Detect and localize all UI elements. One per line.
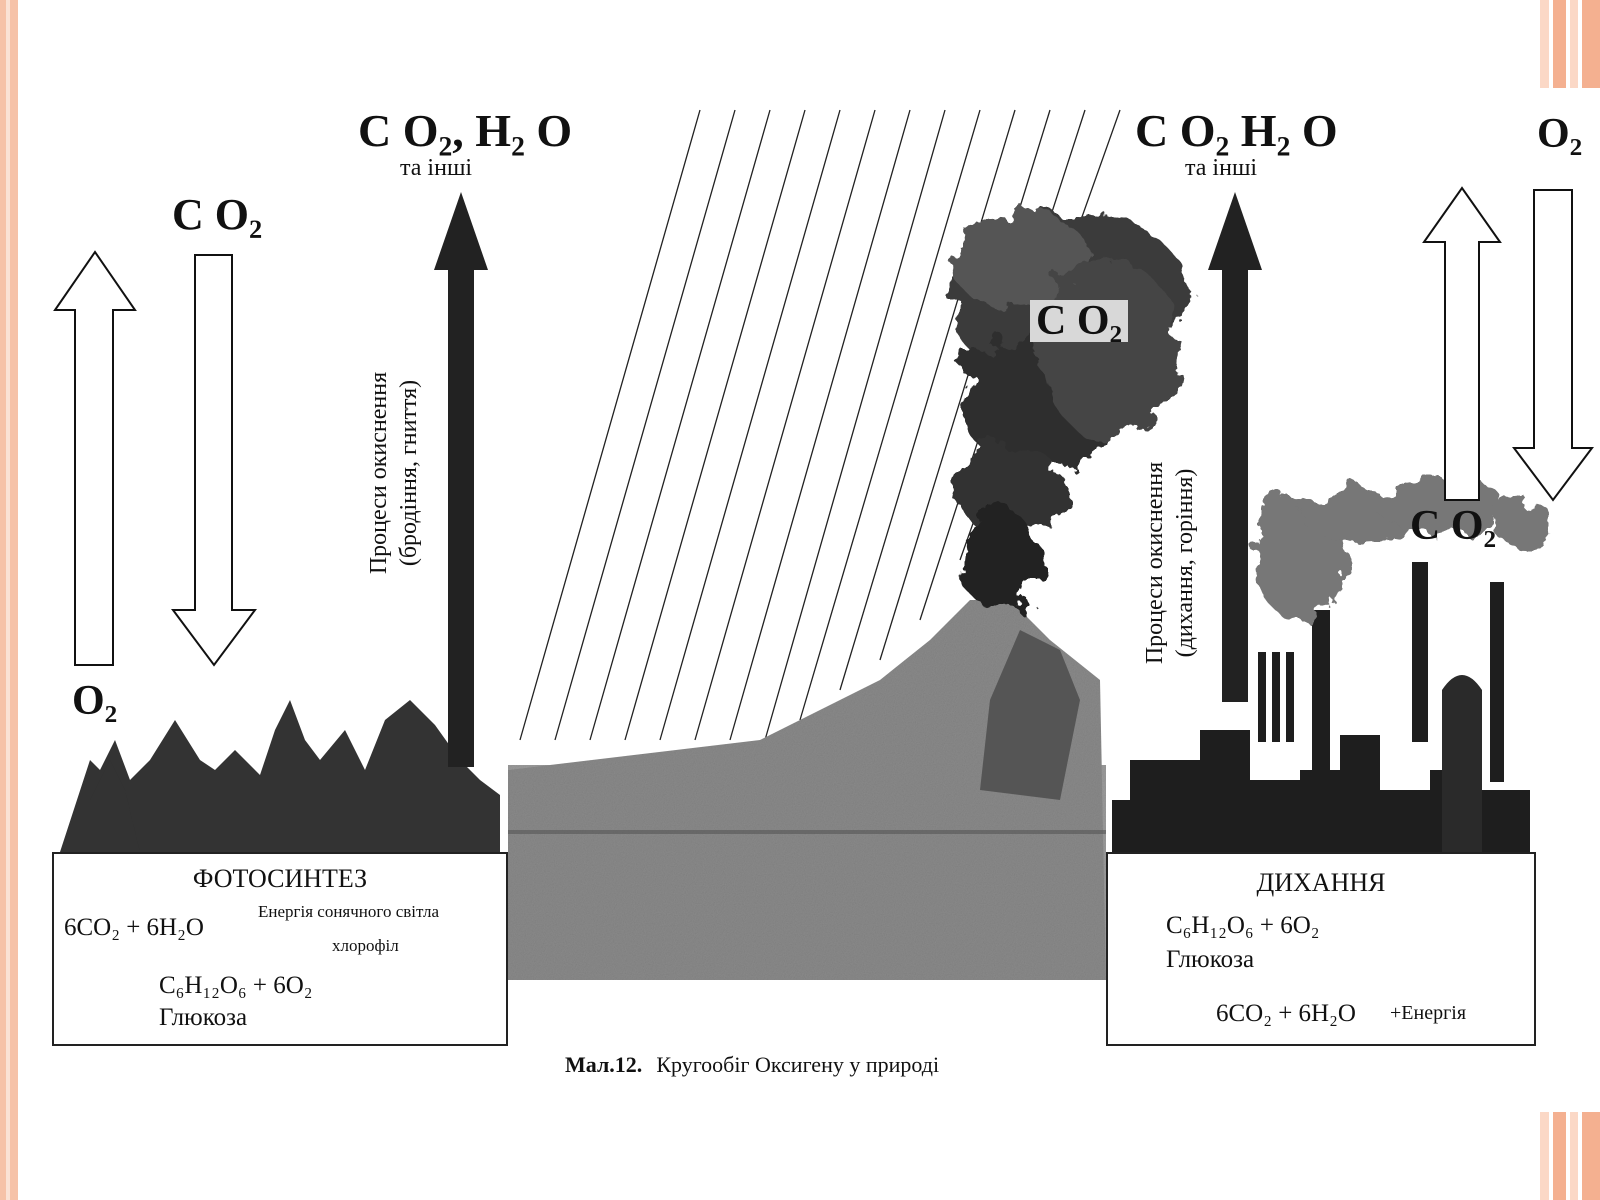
respiration-title: ДИХАННЯ bbox=[1256, 868, 1386, 897]
volcano-landscape bbox=[508, 210, 1190, 980]
photosynthesis-box: ФОТОСИНТЕЗ 6CO₂ + 6H₂O Енергія сонячного… bbox=[52, 852, 508, 1046]
o2-label-top-right: O₂ bbox=[1537, 111, 1583, 157]
ta-inshi-label-right: та інші bbox=[1185, 155, 1258, 181]
respiration-products: 6CO₂ + 6H₂O bbox=[1216, 1000, 1356, 1027]
o2-up-arrow-right bbox=[1422, 186, 1502, 501]
photosynthesis-reactants: 6CO₂ + 6H₂O bbox=[64, 914, 204, 941]
o2-up-arrow-left bbox=[53, 250, 137, 666]
oxidation-label-right: Процеси окиснення (дихання, горіння) bbox=[1142, 461, 1198, 665]
photosynthesis-energy-note: Енергія сонячного світла bbox=[258, 902, 440, 921]
forest-silhouette bbox=[60, 700, 500, 852]
slide-left-border bbox=[0, 0, 18, 1200]
o2-down-arrow-right bbox=[1512, 189, 1594, 502]
co2-down-arrow-left bbox=[171, 254, 257, 667]
respiration-energy: +Енергія bbox=[1390, 1002, 1467, 1024]
ta-inshi-label-left: та інші bbox=[400, 155, 473, 181]
factory-silhouette bbox=[1112, 562, 1530, 852]
respiration-box: ДИХАННЯ C₆H₁₂O₆ + 6O₂ Глюкоза 6CO₂ + 6H₂… bbox=[1106, 852, 1536, 1046]
factory-smoke bbox=[1255, 477, 1555, 620]
respiration-glucose: Глюкоза bbox=[1166, 946, 1255, 973]
slide-bottom-right-decoration bbox=[1540, 1112, 1600, 1200]
co2-label-factory: C O₂ bbox=[1410, 503, 1497, 549]
co2-h2o-label-left: C O₂, H₂ O bbox=[358, 105, 573, 156]
co2-label-volcano: C O₂ bbox=[1030, 300, 1129, 342]
o2-label-forest: O₂ bbox=[72, 678, 118, 724]
oxidation-arrow-left bbox=[434, 192, 488, 767]
figure-caption-text: Кругообіг Оксигену у природі bbox=[656, 1052, 940, 1077]
oxidation-label-left: Процеси окиснення (бродіння, гниття) bbox=[366, 371, 422, 575]
photosynthesis-products: C₆H₁₂O₆ + 6O₂ bbox=[159, 972, 313, 999]
co2-label-forest: C O₂ bbox=[172, 190, 263, 239]
figure-number: Мал.12. bbox=[565, 1052, 643, 1077]
photosynthesis-title: ФОТОСИНТЕЗ bbox=[192, 864, 368, 893]
photosynthesis-glucose: Глюкоза bbox=[159, 1004, 248, 1031]
figure-caption: Мал.12. Кругообіг Оксигену у природі bbox=[565, 1052, 939, 1078]
co2-h2o-label-right: C O₂ H₂ O bbox=[1135, 105, 1338, 156]
respiration-reactants: C₆H₁₂O₆ + 6O₂ bbox=[1166, 912, 1320, 939]
oxidation-arrow-right bbox=[1208, 192, 1262, 702]
photosynthesis-chlorophyll-note: хлорофіл bbox=[332, 936, 399, 955]
slide-top-right-decoration bbox=[1540, 0, 1600, 88]
